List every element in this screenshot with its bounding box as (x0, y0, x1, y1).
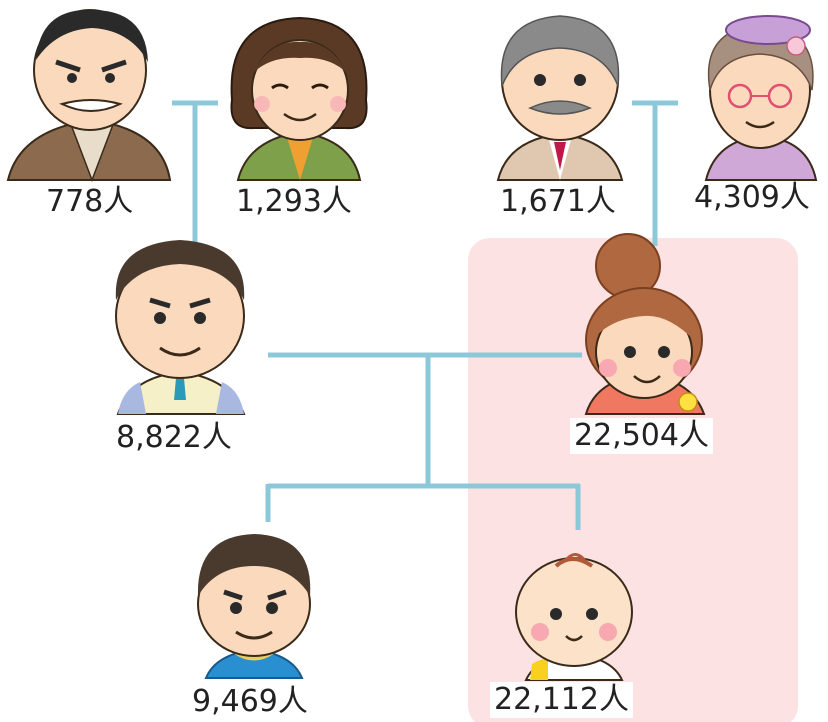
father-icon (115, 240, 246, 415)
father-count: 8,822人 (116, 420, 232, 455)
mother-icon (584, 233, 706, 415)
paternal-grandmother-count: 1,293人 (236, 184, 352, 219)
grandfather-mustache-icon (496, 15, 624, 181)
mother-count: 22,504人 (570, 418, 713, 454)
son-icon (197, 534, 311, 679)
grandmother-icon (230, 16, 368, 181)
maternal-grandmother-count: 4,309人 (694, 180, 810, 215)
grandmother-glasses-icon (704, 15, 818, 181)
connector-lines (172, 100, 678, 530)
maternal-grandfather-count: 1,671人 (500, 184, 616, 219)
son-count: 9,469人 (192, 684, 308, 719)
baby-icon (515, 553, 633, 681)
grandfather-stern-icon (6, 9, 172, 183)
baby-count: 22,112人 (490, 682, 633, 718)
paternal-grandfather-count: 778人 (46, 184, 134, 219)
